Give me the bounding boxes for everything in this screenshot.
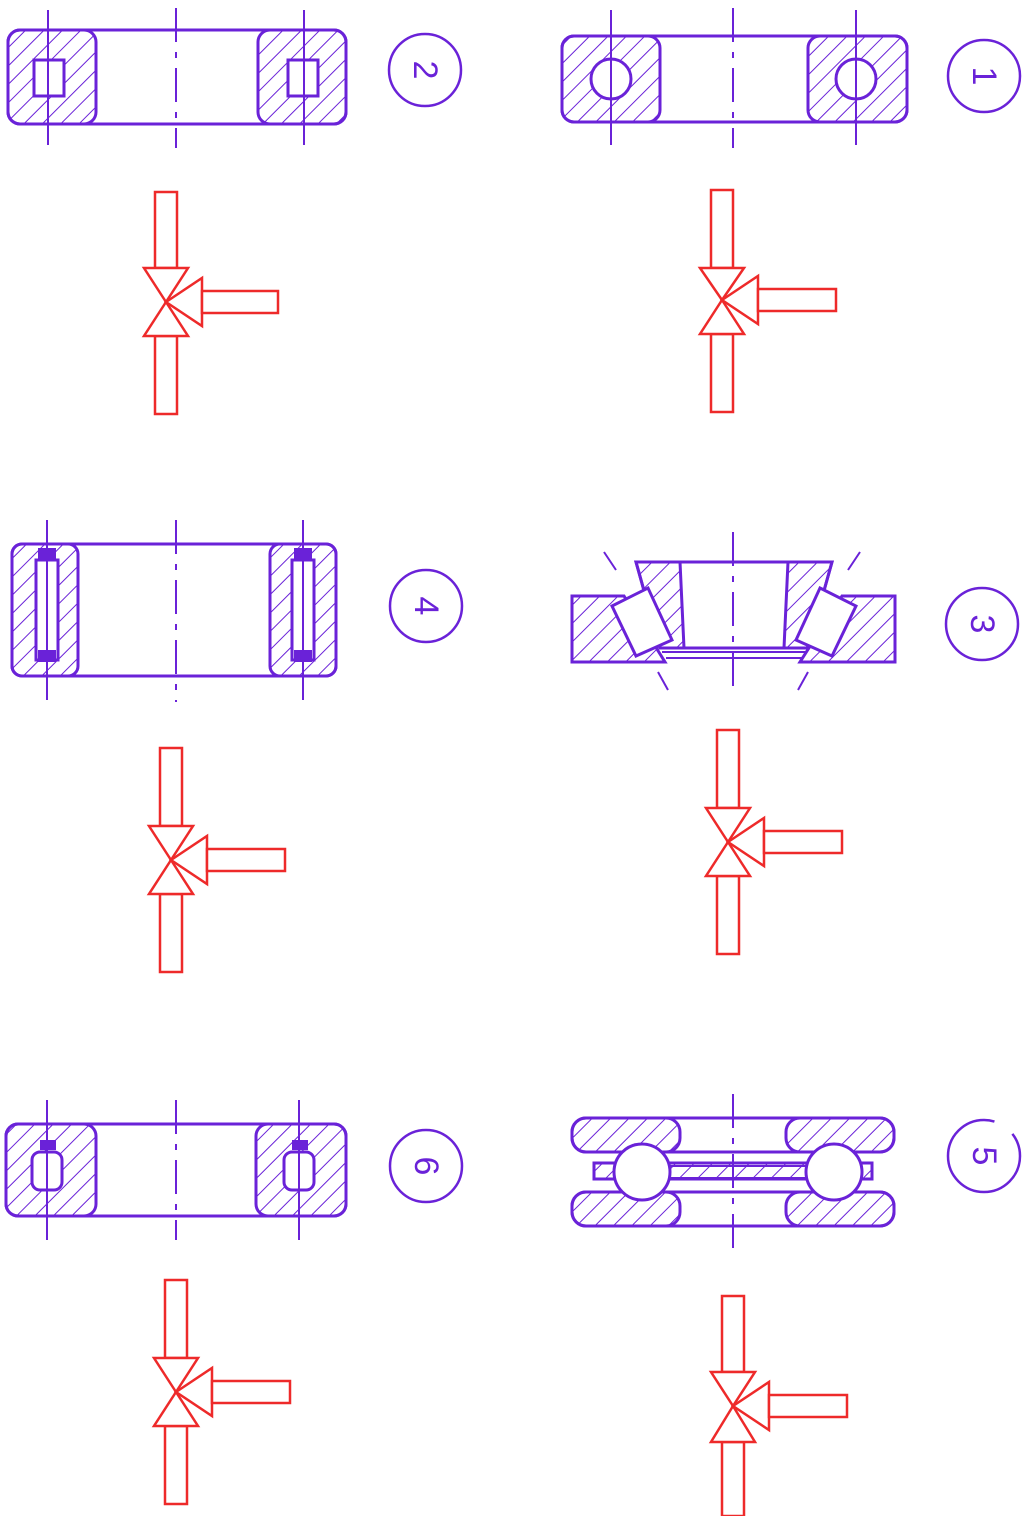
bearing-6-spherical-roller [4, 1100, 348, 1240]
panel-number-6: 6 [407, 1157, 445, 1176]
panel-number-badge-3: 3 [944, 586, 1020, 662]
panel-number-4: 4 [407, 597, 445, 616]
panel-3: 3 [570, 532, 1020, 956]
panel-6: 6 [4, 1100, 464, 1506]
panel-number-2: 2 [406, 61, 444, 80]
bearing-2-cylindrical-roller [6, 8, 348, 148]
bearing-4-needle-roller [10, 520, 338, 702]
load-arrows-3 [703, 728, 844, 956]
panel-number-badge-5: 5 [946, 1118, 1022, 1194]
panel-number-badge-6: 6 [388, 1128, 464, 1204]
bearing-5-thrust-ball [570, 1094, 896, 1252]
load-arrows-2 [141, 190, 280, 416]
panel-1: 1 [560, 8, 1022, 414]
panel-number-badge-4: 4 [388, 568, 464, 644]
load-arrows-1 [697, 188, 838, 414]
panel-5: 5 [570, 1094, 1022, 1516]
panel-number-3: 3 [963, 615, 1001, 634]
panel-number-5: 5 [965, 1147, 1003, 1166]
load-arrows-6 [151, 1278, 292, 1506]
bearing-1-deep-groove-ball [560, 8, 909, 148]
load-arrows-5 [708, 1294, 849, 1516]
panel-number-badge-1: 1 [946, 38, 1022, 114]
panel-2: 2 [6, 8, 463, 416]
load-arrows-4 [146, 746, 287, 974]
panel-number-1: 1 [965, 67, 1003, 86]
panel-4: 4 [10, 520, 464, 974]
bearing-3-tapered-roller [570, 532, 897, 692]
panel-number-badge-2: 2 [387, 32, 463, 108]
